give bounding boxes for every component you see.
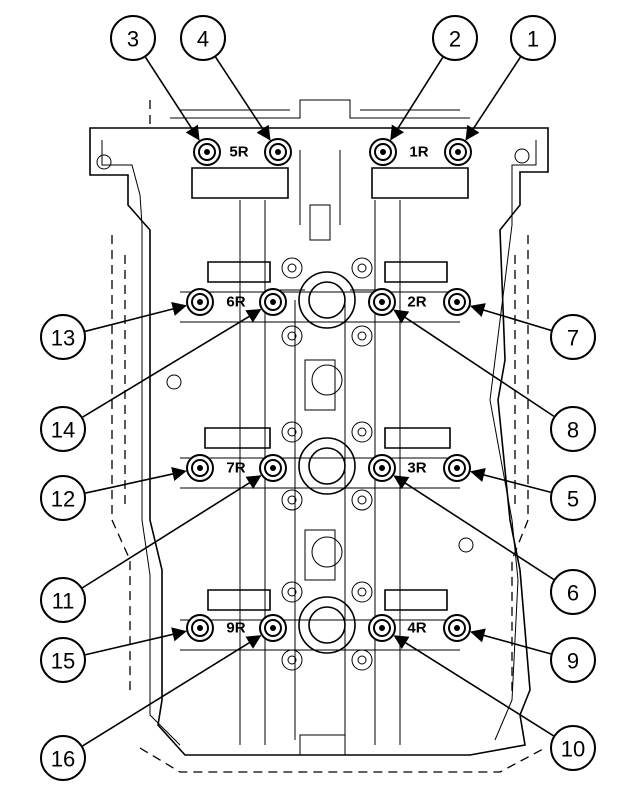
leader-arrow	[144, 56, 200, 141]
callout-number: 13	[51, 326, 75, 351]
bearing-cap-1r: 1R	[409, 144, 428, 161]
head-bolt	[186, 288, 214, 316]
leader-arrow	[82, 635, 262, 747]
leader-arrow	[214, 56, 271, 141]
head-bolt	[443, 614, 471, 642]
bearing-cap-2r: 2R	[407, 294, 426, 311]
leader-arrow	[390, 57, 444, 141]
bearing-cap-3r: 3R	[407, 460, 426, 477]
callout-number: 6	[567, 581, 579, 606]
callout-number: 15	[51, 649, 75, 674]
callout-4: 4	[180, 15, 226, 61]
leader-arrow	[465, 56, 522, 141]
callout-number: 11	[52, 589, 75, 614]
callout-number: 14	[51, 418, 75, 443]
dashed-runners	[111, 100, 546, 773]
callout-9: 9	[550, 637, 596, 683]
head-bolt	[264, 138, 292, 166]
head-bolts	[186, 138, 472, 642]
callout-number: 9	[567, 649, 579, 674]
bearing-cap-7r: 7R	[226, 460, 245, 477]
leader-arrow	[85, 627, 187, 656]
head-bolt	[259, 614, 287, 642]
callout-5: 5	[550, 475, 596, 521]
head-bolt	[186, 614, 214, 642]
head-bolt	[186, 454, 214, 482]
callout-11: 11	[40, 577, 86, 623]
head-bolt	[369, 138, 397, 166]
top-structure	[170, 99, 470, 241]
callout-number: 4	[197, 27, 209, 52]
callout-10: 10	[550, 725, 596, 771]
head-bolt	[443, 454, 471, 482]
head-bolt	[193, 138, 221, 166]
bearing-cap-labels: 1R 2R 3R 4R 5R 6R 7R 9R	[226, 144, 428, 637]
head-bolt	[368, 614, 396, 642]
head-bolt	[259, 288, 287, 316]
callout-number: 3	[127, 27, 139, 52]
leader-arrow	[470, 468, 551, 494]
callout-13: 13	[40, 314, 86, 360]
bearing-cap-6r: 6R	[226, 294, 245, 311]
callout-2: 2	[432, 15, 478, 61]
callout-number: 12	[51, 487, 75, 512]
callout-8: 8	[550, 406, 596, 452]
callout-number: 5	[567, 487, 579, 512]
leader-arrow	[469, 303, 552, 332]
leader-arrow	[82, 475, 262, 589]
callout-15: 15	[40, 637, 86, 683]
callout-number: 10	[561, 737, 585, 762]
callout-12: 12	[40, 475, 86, 521]
head-bolt	[368, 454, 396, 482]
leader-arrow	[82, 309, 262, 418]
callout-number: 1	[527, 27, 539, 52]
journal-row-1	[180, 261, 460, 329]
callout-number: 16	[51, 747, 75, 772]
callout-number: 7	[567, 326, 579, 351]
callout-3: 3	[110, 15, 156, 61]
head-bolt	[444, 138, 472, 166]
head-outline	[89, 127, 549, 756]
callout-14: 14	[40, 406, 86, 452]
leader-arrow	[470, 628, 552, 655]
leader-arrow	[393, 475, 555, 581]
callout-1: 1	[510, 15, 556, 61]
callout-6: 6	[550, 569, 596, 615]
journal-row-3	[180, 589, 460, 654]
bearing-cap-4r: 4R	[407, 620, 426, 637]
head-bolt	[443, 288, 471, 316]
bearing-cap-5r: 5R	[229, 144, 248, 161]
leader-arrow	[393, 635, 554, 737]
head-bolt	[368, 288, 396, 316]
leader-arrow	[85, 466, 187, 494]
callout-7: 7	[550, 314, 596, 360]
callout-number: 8	[567, 418, 579, 443]
head-bolt	[259, 454, 287, 482]
small-bolts	[281, 257, 373, 671]
callout-number: 2	[449, 27, 461, 52]
bearing-cap-9r: 9R	[226, 620, 245, 637]
leader-arrow	[85, 301, 187, 333]
leader-arrows	[82, 56, 555, 747]
callout-16: 16	[40, 735, 86, 781]
leader-arrow	[393, 309, 555, 417]
